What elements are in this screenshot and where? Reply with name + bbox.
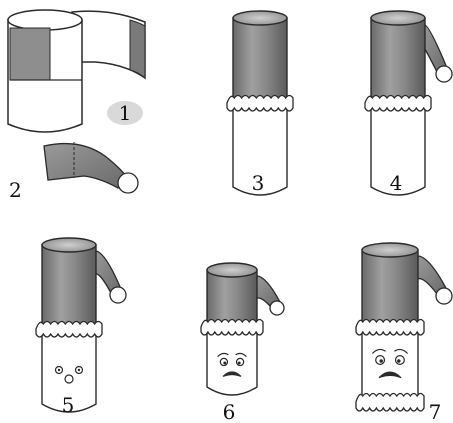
step-1-label-bubble: 1 — [107, 101, 143, 125]
step-4-figure — [365, 11, 452, 195]
step-6-number: 6 — [223, 400, 236, 423]
step-5-number: 5 — [62, 393, 75, 417]
step-5-figure — [36, 238, 126, 412]
step-3-figure — [227, 11, 293, 195]
step-4-number: 4 — [390, 171, 403, 195]
step-7-number: 7 — [429, 400, 442, 423]
step-1-number: 1 — [119, 101, 132, 125]
step-6-figure — [201, 263, 284, 395]
step-3-number: 3 — [252, 171, 265, 195]
step-2-number: 2 — [9, 178, 22, 202]
santa-tube-figures — [36, 11, 452, 412]
step-7-figure — [356, 243, 452, 411]
step-2-hat-piece-figure — [44, 142, 138, 193]
